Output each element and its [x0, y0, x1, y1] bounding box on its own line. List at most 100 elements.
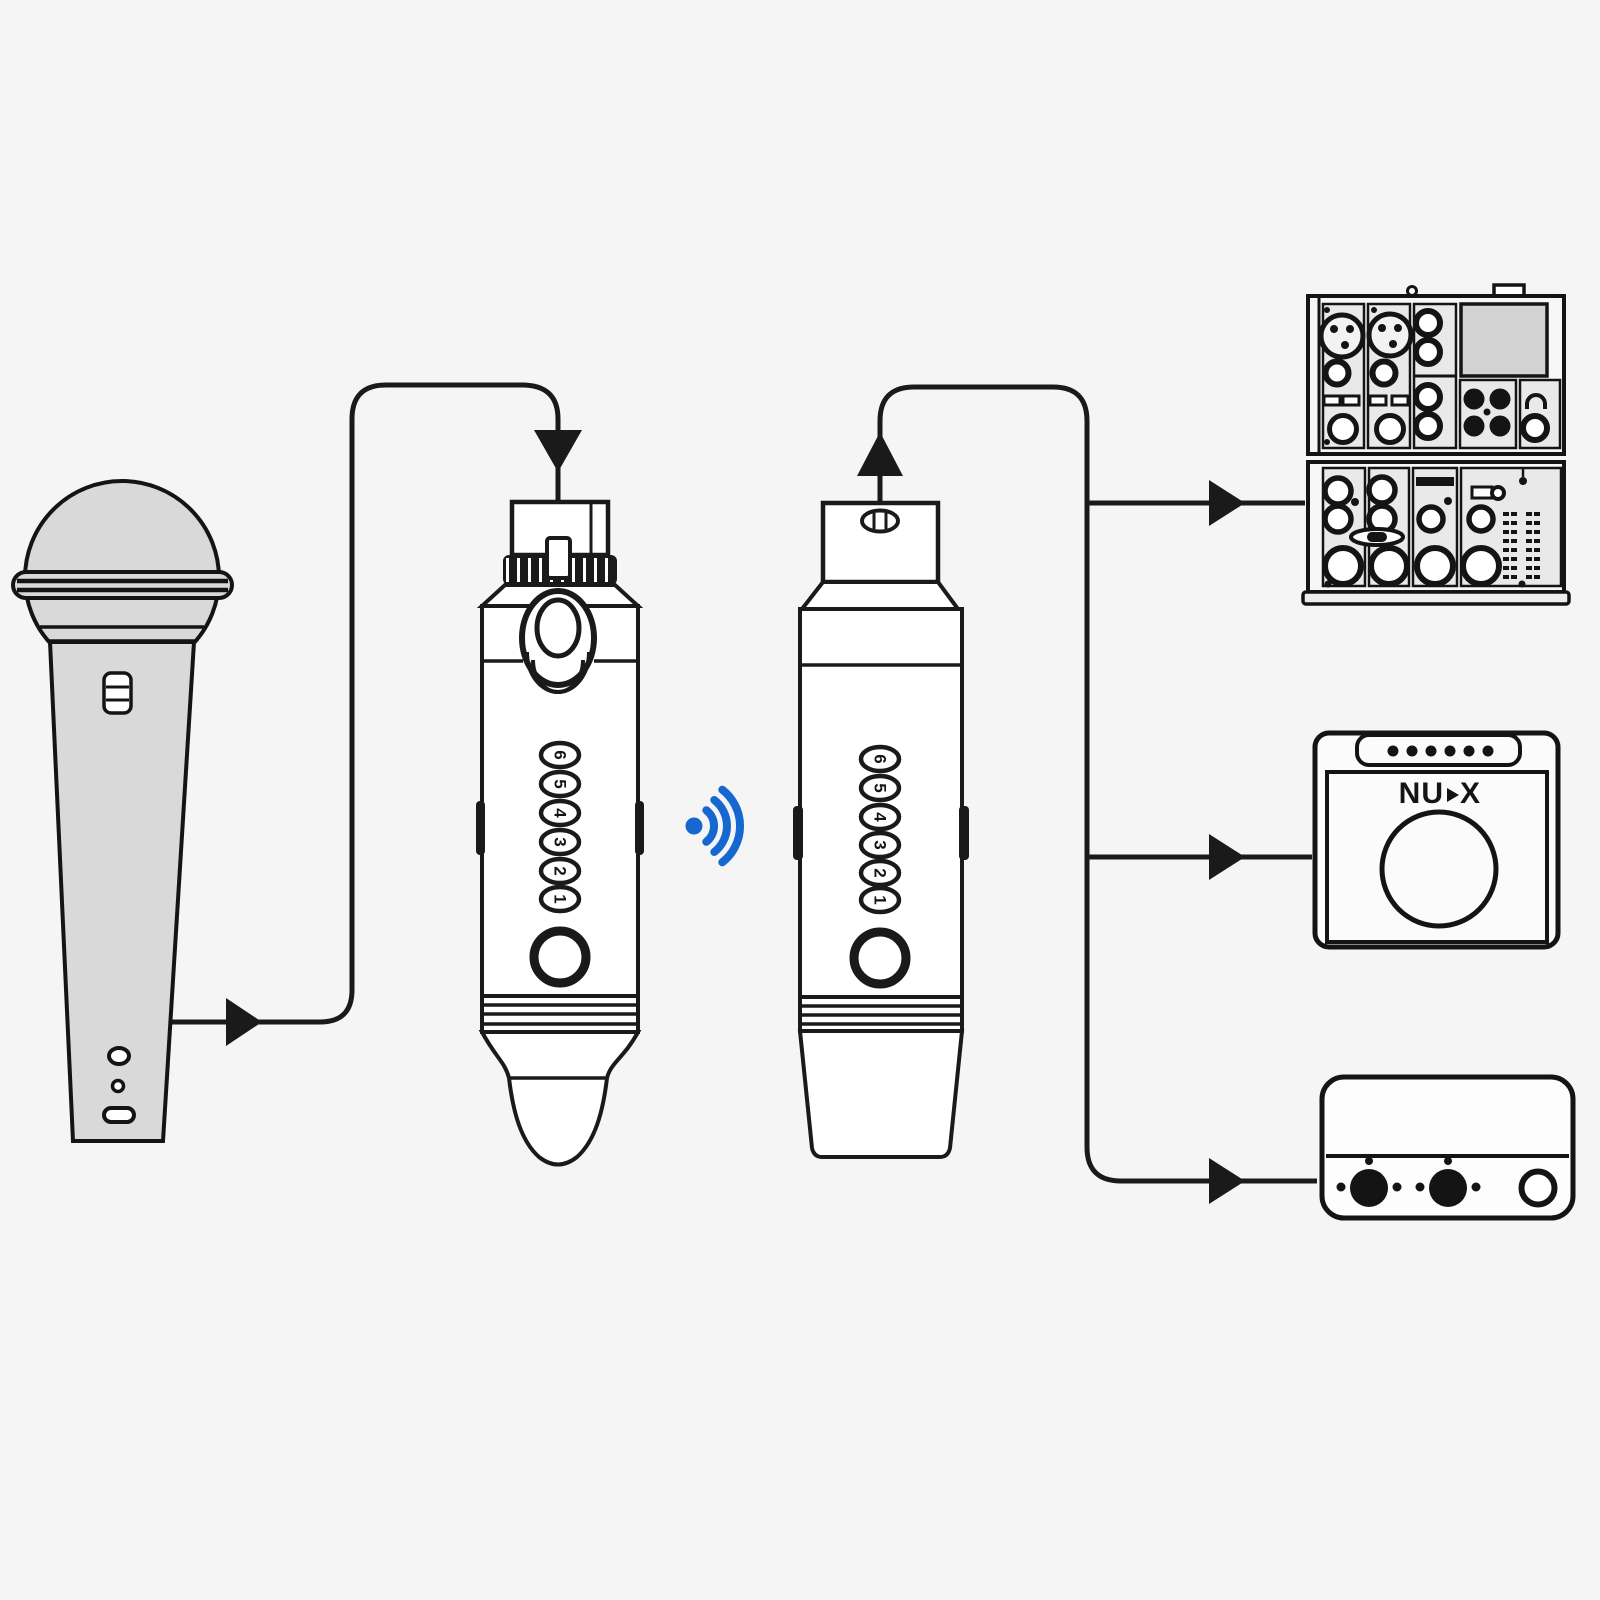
mixer-base — [1301, 590, 1571, 606]
eq-knob — [1322, 503, 1354, 535]
xlr-input — [1318, 312, 1366, 360]
arrow-mic-output — [226, 998, 262, 1046]
transmitter-tip — [478, 1030, 642, 1167]
level-knob — [1414, 545, 1456, 587]
interface-knob — [1429, 1169, 1467, 1207]
mic-grille-ring — [11, 570, 234, 600]
wifi-arc — [710, 796, 731, 856]
lock-hole-arc — [531, 659, 585, 694]
channel-bar — [1416, 477, 1454, 486]
knob-dot — [1351, 498, 1359, 506]
nux-logo: NU X — [1399, 777, 1481, 810]
level-knob — [1322, 545, 1364, 587]
level-knob — [1368, 545, 1410, 587]
amp-knob-dot — [1406, 745, 1418, 757]
interface-headphone-jack — [1518, 1168, 1558, 1208]
master-knob — [1489, 415, 1511, 437]
receiver-side-clip — [959, 806, 969, 860]
knob-tick-dot — [1365, 1157, 1373, 1165]
panel-screw — [1324, 307, 1330, 313]
transmitter-latch — [545, 536, 572, 580]
led-indicator — [858, 885, 902, 915]
led-indicator — [858, 830, 902, 860]
master-knob — [1463, 415, 1485, 437]
audio-interface — [1319, 1074, 1576, 1221]
level-knob — [1460, 545, 1502, 587]
signal-flow-cables — [172, 382, 1317, 1204]
wifi-arc — [702, 806, 719, 846]
mic-bottom-hole — [110, 1078, 126, 1094]
transmitter-side-clip — [476, 801, 485, 855]
knob-tick-dot — [1471, 1182, 1481, 1192]
led-indicator — [538, 769, 582, 799]
xlr-pin — [1389, 340, 1397, 348]
led-channel-number: 1 — [551, 894, 570, 903]
wifi-arc — [718, 785, 744, 867]
amp-knob-dot — [1425, 745, 1437, 757]
power-switch — [1470, 485, 1494, 500]
led-channel-number: 5 — [551, 779, 570, 788]
wifi-dot — [685, 817, 703, 835]
amp-knob-dot — [1463, 745, 1475, 757]
knob-dot — [1444, 497, 1452, 505]
xlr-pin — [1378, 324, 1386, 332]
transmitter-channel-leds: 6 5 4 3 2 1 — [538, 740, 582, 914]
headphone-jack — [1520, 413, 1550, 443]
receiver: 6 5 4 3 2 1 — [793, 500, 969, 1159]
mixer-screen — [1459, 302, 1549, 378]
panel-screw — [1371, 307, 1377, 313]
channel-button — [1368, 394, 1388, 407]
amp-knob-dot — [1387, 745, 1399, 757]
led-channel-number: 6 — [871, 754, 890, 763]
jack-input — [1413, 411, 1443, 441]
amp-control-panel — [1355, 733, 1522, 767]
mic-body — [47, 640, 197, 1143]
mic-bottom-hole — [107, 1046, 131, 1066]
bottom-band-line — [800, 1004, 962, 1026]
master-knob — [1463, 388, 1485, 410]
channel-button — [1322, 394, 1342, 407]
nux-logo-left: NU — [1399, 777, 1444, 810]
knob-tick-dot — [1415, 1182, 1425, 1192]
receiver-side-clip — [793, 806, 803, 860]
led-channel-number: 1 — [871, 895, 890, 904]
plug-slot-line — [872, 513, 888, 529]
master-knob — [1489, 388, 1511, 410]
led-channel-number: 3 — [871, 840, 890, 849]
led-indicator — [858, 744, 902, 774]
jack-input — [1413, 308, 1443, 338]
led-channel-number: 2 — [551, 866, 570, 875]
knob-center-dot — [1483, 408, 1491, 416]
panel-screw — [1324, 439, 1330, 445]
led-channel-number: 6 — [551, 750, 570, 759]
receiver-shoulder — [797, 580, 962, 611]
jack-input — [1322, 358, 1352, 388]
knob-tick-dot — [1336, 1182, 1346, 1192]
led-indicator — [858, 802, 902, 832]
jack-input — [1413, 337, 1443, 367]
knob-tick-dot — [1444, 1157, 1452, 1165]
xlr-pin — [1346, 325, 1354, 333]
led-indicator — [858, 773, 902, 803]
receiver-plug-slot — [860, 508, 900, 534]
transmitter: 6 5 4 3 2 1 — [476, 499, 644, 1167]
receiver-bottom — [797, 1029, 965, 1159]
amp-knob-dot — [1482, 745, 1494, 757]
led-indicator — [538, 798, 582, 828]
led-channel-number: 4 — [871, 812, 890, 822]
nux-logo-right: X — [1460, 777, 1481, 810]
transmitter-lock-hole-inner — [534, 597, 582, 659]
led-indicator — [538, 856, 582, 886]
mic-to-transmitter-cable — [172, 382, 561, 1025]
amp-knob-dot — [1444, 745, 1456, 757]
led-indicator — [858, 858, 902, 888]
receiver-pairing-button — [849, 927, 911, 989]
arrow-into-amp — [1209, 834, 1245, 880]
headphone-icon — [1525, 393, 1547, 409]
panel-screw — [1518, 580, 1526, 588]
xlr-pin — [1394, 324, 1402, 332]
xlr-input — [1366, 311, 1414, 359]
led-channel-number: 5 — [871, 783, 890, 792]
nux-logo-arrow — [1447, 788, 1459, 802]
